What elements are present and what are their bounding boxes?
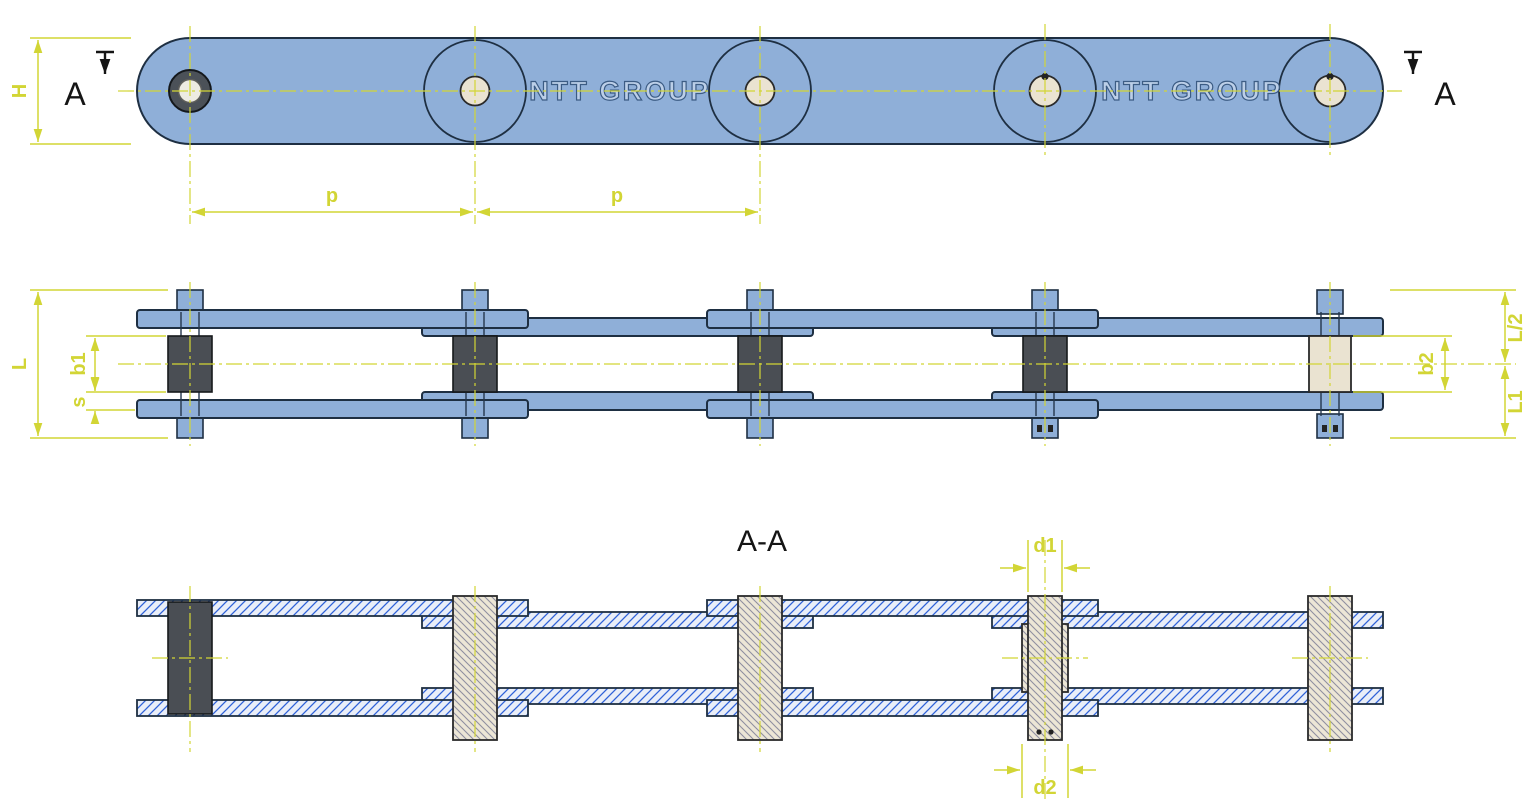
outer-plate-section [136, 699, 529, 717]
dimension-label-d2: d2 [1033, 777, 1056, 799]
section-letter-left: A [64, 76, 86, 112]
dimension-H: H [9, 37, 131, 145]
cotter-mark [1048, 729, 1054, 735]
section-cut-marks: A A [64, 50, 1456, 112]
cotter-mark [1322, 425, 1327, 432]
dimension-label-p1: p [326, 185, 338, 207]
outer-plate [706, 309, 1099, 329]
dimension-label-L1: L1 [1505, 390, 1527, 413]
dimension-label-b1: b1 [68, 352, 90, 375]
link-arc [759, 39, 812, 143]
dimension-b1: b1 [68, 335, 166, 393]
cotter-pin-dot [1041, 72, 1049, 81]
sectioned-plates [136, 599, 1384, 717]
section-letter-right: A [1434, 76, 1456, 112]
dimension-label-d1: d1 [1033, 535, 1056, 557]
outer-plate-section [706, 699, 1099, 717]
outer-plate-section [706, 599, 1099, 617]
dimension-d2: d2 [994, 744, 1096, 799]
centerlines-section-view [152, 540, 1368, 800]
dimension-label-s: s [68, 396, 90, 407]
dimension-label-b2: b2 [1416, 352, 1438, 375]
dimension-d1: d1 [1000, 535, 1090, 592]
link-plates [136, 309, 1384, 419]
dimension-label-L-half: L/2 [1505, 314, 1527, 343]
outer-plate-section [136, 599, 529, 617]
section-title: A-A [737, 525, 787, 558]
dimension-L-half-L1: L/2 L1 [1390, 289, 1527, 439]
dimension-label-H: H [9, 84, 31, 98]
cotter-pin-dot [1326, 72, 1334, 81]
centerlines-side-view [118, 24, 1402, 224]
outer-plate [136, 399, 529, 419]
outer-plate [136, 309, 529, 329]
section-view: A-A [136, 525, 1384, 800]
cotter-mark [1333, 425, 1338, 432]
cotter-mark [1037, 425, 1042, 432]
plan-view: L b1 s L/2 L1 b2 [9, 282, 1527, 446]
cotter-marks [1037, 425, 1338, 432]
dimension-p: p p [192, 185, 758, 217]
link-arc [708, 39, 761, 143]
cotter-mark [1036, 729, 1042, 735]
side-view: NTT GROUP NTT GROUP H [9, 24, 1456, 224]
dimension-L: L [9, 289, 168, 439]
centerlines-plan-view [118, 282, 1516, 446]
outer-plate [706, 399, 1099, 419]
dimension-s: s [68, 378, 135, 424]
cotter-mark [1048, 425, 1053, 432]
dimension-label-L: L [9, 358, 31, 370]
dimension-b2: b2 [1353, 335, 1452, 393]
dimension-label-p2: p [611, 185, 623, 207]
